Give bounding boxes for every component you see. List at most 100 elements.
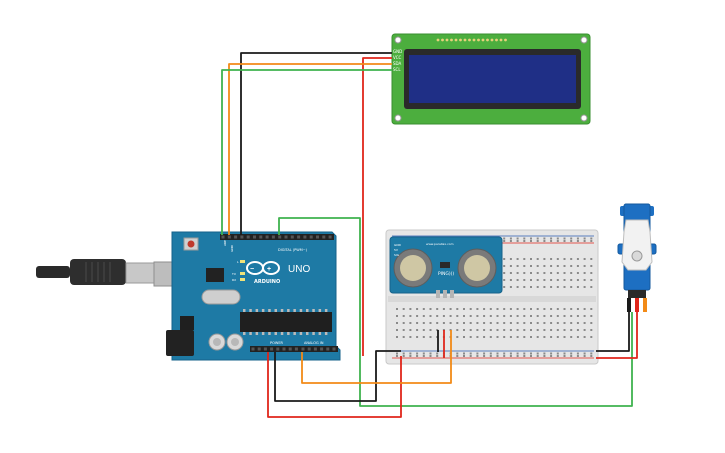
- breadboard-hole: [503, 240, 506, 242]
- breadboard-hole: [516, 237, 519, 240]
- chip-leg: [255, 309, 259, 312]
- wire-a0-sensor[interactable]: [301, 330, 452, 384]
- breadboard-hole: [503, 237, 506, 240]
- breadboard-hole: [483, 315, 486, 317]
- breadboard-hole: [543, 308, 546, 310]
- lcd-header-pin: [436, 38, 440, 42]
- breadboard-hole: [523, 329, 526, 331]
- lcd-header-pin: [445, 38, 449, 42]
- breadboard-hole: [509, 329, 512, 331]
- servo-lead-orange: [643, 298, 647, 312]
- breadboard-hole: [583, 272, 586, 274]
- breadboard-hole: [402, 322, 405, 324]
- breadboard-hole: [503, 336, 506, 338]
- breadboard-hole: [463, 315, 465, 317]
- breadboard-hole: [436, 352, 439, 355]
- chip-leg: [324, 309, 328, 312]
- breadboard-hole: [496, 336, 499, 338]
- chip-leg: [306, 332, 309, 335]
- breadboard-hole: [563, 322, 566, 324]
- breadboard-hole: [396, 336, 398, 338]
- breadboard-hole: [456, 336, 459, 338]
- breadboard-hole: [402, 308, 405, 310]
- breadboard-hole: [590, 265, 593, 267]
- header-socket: [276, 347, 280, 351]
- breadboard-hole: [456, 352, 459, 355]
- breadboard-hole: [463, 355, 465, 357]
- breadboard-hole: [556, 322, 559, 324]
- header-socket: [320, 347, 324, 351]
- breadboard-hole: [469, 329, 472, 331]
- breadboard-hole: [463, 329, 465, 331]
- breadboard-hole: [590, 272, 593, 274]
- chip-leg: [312, 332, 315, 335]
- breadboard-hole: [556, 265, 559, 267]
- breadboard-hole: [550, 272, 553, 274]
- servo-horn[interactable]: [621, 219, 653, 271]
- breadboard-hole: [523, 336, 526, 338]
- breadboard-hole: [463, 308, 465, 310]
- atmega-chip: [240, 312, 332, 332]
- breadboard-hole: [463, 322, 465, 324]
- header-socket: [328, 235, 332, 239]
- breadboard-hole: [422, 352, 425, 355]
- sensor-mesh-left: [400, 255, 426, 281]
- breadboard-hole: [570, 265, 573, 267]
- reset-button-cap[interactable]: [187, 240, 195, 248]
- header-socket: [316, 235, 319, 239]
- breadboard-hole: [516, 286, 519, 288]
- breadboard-hole: [536, 308, 539, 310]
- breadboard-hole: [422, 329, 425, 331]
- breadboard-hole: [576, 308, 579, 310]
- breadboard-hole: [543, 265, 546, 267]
- lcd-header-pin: [481, 38, 485, 42]
- breadboard-hole: [543, 352, 546, 355]
- chip-leg: [268, 309, 271, 312]
- wire-servo-5v[interactable]: [596, 312, 638, 359]
- wire-5v-breadboard[interactable]: [267, 352, 402, 418]
- lcd-pin-label: SDA: [393, 61, 402, 66]
- wire-lcd-scl[interactable]: [221, 69, 392, 235]
- breadboard-hole: [583, 308, 586, 310]
- breadboard-hole: [509, 237, 512, 240]
- breadboard-hole: [496, 352, 499, 355]
- breadboard-hole: [590, 279, 593, 281]
- breadboard-hole: [583, 240, 586, 242]
- breadboard-hole: [429, 336, 432, 338]
- breadboard-hole: [550, 265, 553, 267]
- breadboard-hole: [523, 286, 526, 288]
- wire-servo-signal[interactable]: [278, 217, 633, 407]
- header-socket: [326, 347, 330, 351]
- breadboard-hole: [563, 308, 566, 310]
- breadboard-hole: [556, 258, 559, 260]
- breadboard-hole: [576, 240, 579, 242]
- breadboard-hole: [543, 355, 546, 357]
- breadboard-hole: [563, 355, 566, 357]
- breadboard-hole: [550, 286, 553, 288]
- sensor-name: PING))): [438, 271, 454, 277]
- breadboard-hole: [576, 315, 579, 317]
- breadboard-hole: [536, 355, 539, 357]
- header-socket: [282, 347, 286, 351]
- breadboard-hole: [576, 352, 579, 355]
- header-socket: [234, 235, 238, 239]
- breadboard-hole: [570, 258, 573, 260]
- regulator: [180, 316, 194, 330]
- breadboard-hole: [483, 336, 486, 338]
- breadboard-hole: [556, 315, 559, 317]
- breadboard-hole: [516, 258, 519, 260]
- breadboard-hole: [550, 315, 553, 317]
- wire-lcd-sda[interactable]: [228, 63, 392, 235]
- breadboard-hole: [576, 279, 579, 281]
- chip-leg: [318, 309, 322, 312]
- header-socket: [278, 235, 282, 239]
- wire-lcd-gnd[interactable]: [240, 52, 392, 235]
- wire-servo-gnd[interactable]: [596, 312, 630, 352]
- wire-lcd-vcc[interactable]: [362, 57, 392, 356]
- breadboard-hole: [530, 240, 532, 242]
- servo-motor: [617, 203, 657, 312]
- wire-gnd-breadboard[interactable]: [274, 350, 401, 402]
- header-socket: [284, 235, 288, 239]
- header-strip: [300, 346, 338, 352]
